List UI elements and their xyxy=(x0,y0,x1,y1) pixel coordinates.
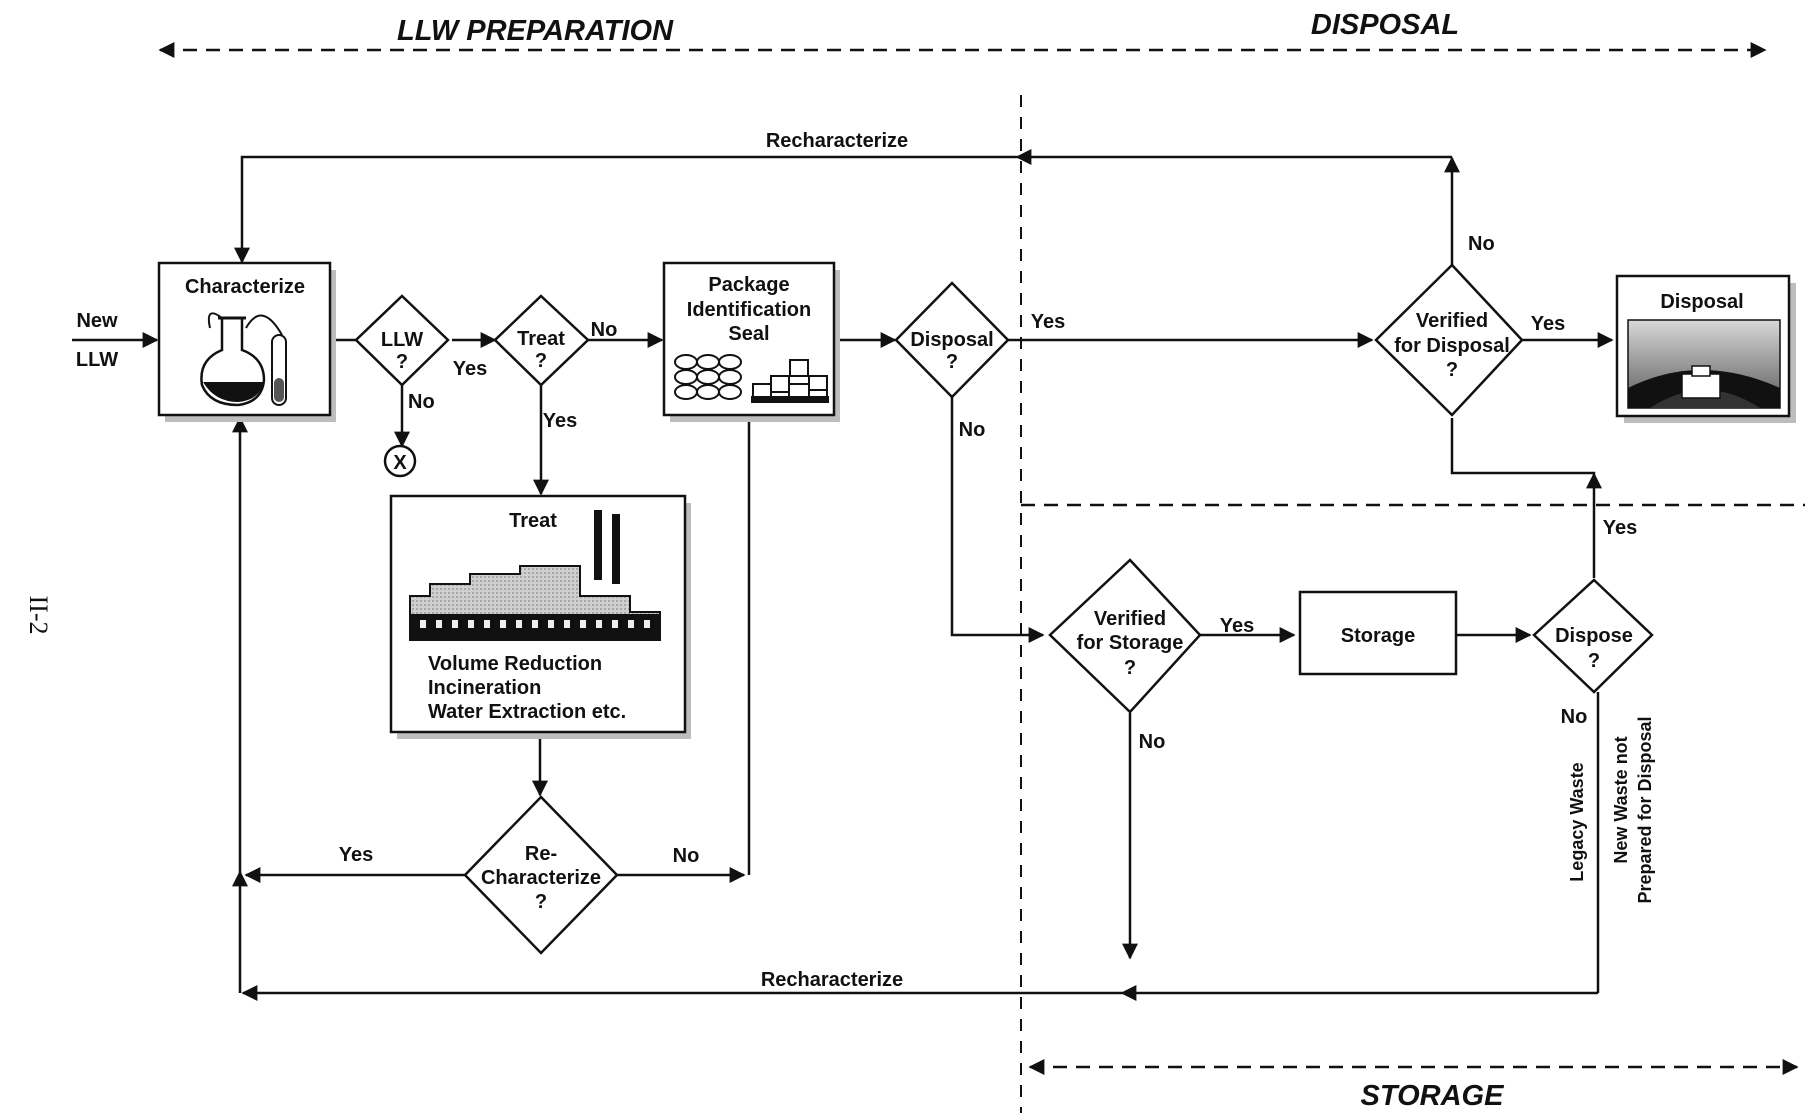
decision-verified-disposal: Verified for Disposal ? xyxy=(1374,263,1524,417)
decision-vs-line-2: for Storage xyxy=(1077,632,1184,654)
treat-desc-3: Water Extraction etc. xyxy=(428,701,626,723)
decision-treat-line-1: Treat xyxy=(517,328,565,350)
treat-box-title: Treat xyxy=(509,510,557,532)
vd-yes-label: Yes xyxy=(1531,313,1565,335)
dispose-yes-return-line xyxy=(1450,418,1596,475)
decision-treat-line-2: ? xyxy=(535,350,547,372)
decision-dispose: Dispose ? xyxy=(1532,578,1654,694)
lab-flask-icon xyxy=(200,312,287,407)
decision-disposal: Disposal ? xyxy=(894,281,1010,399)
disposal-box-title: Disposal xyxy=(1660,291,1743,313)
package-title-2: Identification xyxy=(687,299,811,321)
package-title-3: Seal xyxy=(728,323,769,345)
new-waste-label-1: New Waste not xyxy=(1611,736,1631,863)
decision-recharacterize: Re- Characterize ? xyxy=(463,795,619,955)
storage-box: Storage xyxy=(1298,590,1458,676)
package-title-1: Package xyxy=(708,274,789,296)
llw-preparation-header: LLW PREPARATION xyxy=(397,15,674,47)
dispose-yes-label: Yes xyxy=(1603,517,1637,539)
factory-icon xyxy=(409,510,661,641)
decision-rechar-line-1: Re- xyxy=(525,843,557,865)
recharacterize-top-to-characterize xyxy=(234,155,1017,264)
decision-llw: LLW ? xyxy=(354,294,450,387)
decision-vs-line-3: ? xyxy=(1124,657,1136,679)
decision-llw-line-1: LLW xyxy=(381,329,423,351)
decision-vs-line-1: Verified xyxy=(1094,608,1166,630)
characterize-title: Characterize xyxy=(185,276,305,298)
decision-vd-line-1: Verified xyxy=(1416,310,1488,332)
decision-disposal-line-2: ? xyxy=(946,351,958,373)
treat-box: Treat Volume Reduction Incineration Wate… xyxy=(389,494,691,739)
decision-llw-line-2: ? xyxy=(396,351,408,373)
llw-yes-label: Yes xyxy=(453,358,487,380)
reject-terminal-icon xyxy=(383,444,417,478)
decision-rechar-line-3: ? xyxy=(535,891,547,913)
storage-title: Storage xyxy=(1341,625,1415,647)
disposal-no-arrow xyxy=(950,397,1045,643)
treat-desc-1: Volume Reduction xyxy=(428,653,602,675)
rechar-no-label: No xyxy=(673,845,700,867)
new-llw-label-2: LLW xyxy=(76,349,118,371)
treat-desc-2: Incineration xyxy=(428,677,541,699)
disposal-header: DISPOSAL xyxy=(1311,9,1459,41)
new-waste-label-2: Prepared for Disposal xyxy=(1635,716,1655,903)
vs-yes-label: Yes xyxy=(1220,615,1254,637)
disposal-no-label: No xyxy=(959,419,986,441)
decision-disposal-line-1: Disposal xyxy=(910,329,993,351)
recharacterize-top-label: Recharacterize xyxy=(766,130,908,152)
decision-dispose-line-2: ? xyxy=(1588,650,1600,672)
treat-yes-label: Yes xyxy=(543,410,577,432)
decision-vd-line-2: for Disposal xyxy=(1394,335,1510,357)
decision-verified-storage: Verified for Storage ? xyxy=(1048,558,1202,714)
page-number: II-2 xyxy=(24,596,53,635)
storage-header: STORAGE xyxy=(1361,1080,1506,1112)
characterize-box: Characterize xyxy=(157,261,336,422)
vd-no-label: No xyxy=(1468,233,1495,255)
rechar-yes-label: Yes xyxy=(339,844,373,866)
decision-treat: Treat ? xyxy=(493,294,590,387)
vs-no-label: No xyxy=(1139,731,1166,753)
recharacterize-bottom-label: Recharacterize xyxy=(761,969,903,991)
disposal-trench-icon xyxy=(1627,319,1781,409)
treat-no-label: No xyxy=(591,319,618,341)
disposal-box: Disposal xyxy=(1615,274,1796,423)
hexagon-drums-icon xyxy=(674,354,742,400)
legacy-waste-label: Legacy Waste xyxy=(1567,762,1587,881)
decision-rechar-line-2: Characterize xyxy=(481,867,601,889)
disposal-yes-label: Yes xyxy=(1031,311,1065,333)
llw-no-label: No xyxy=(408,391,435,413)
decision-dispose-line-1: Dispose xyxy=(1555,625,1633,647)
decision-vd-line-3: ? xyxy=(1446,359,1458,381)
reject-terminal-label: X xyxy=(393,452,407,474)
package-box: Package Identification Seal xyxy=(662,261,840,422)
new-llw-label-1: New xyxy=(76,310,118,332)
stacked-boxes-icon xyxy=(751,359,829,403)
dispose-no-label: No xyxy=(1561,706,1588,728)
